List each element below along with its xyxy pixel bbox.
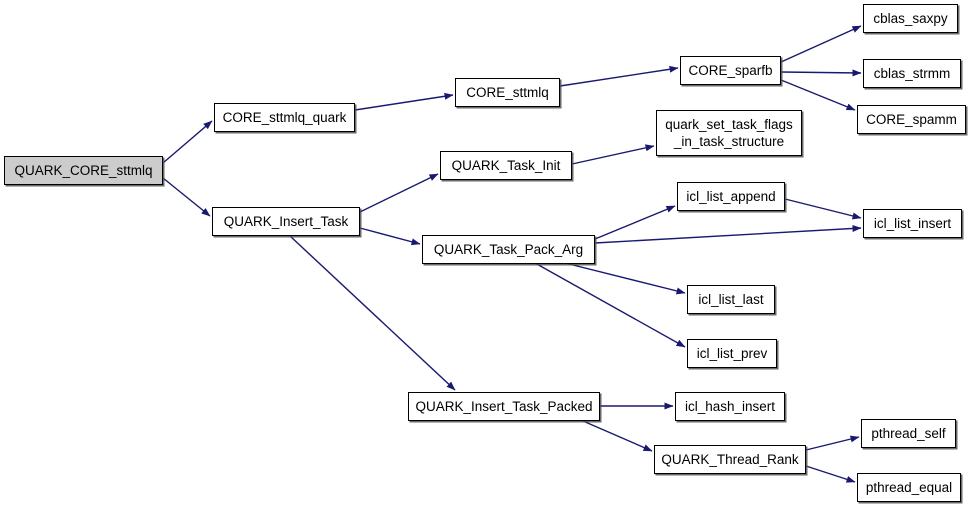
call-edge-quark_core_sttmlq-to-core_sttmlq_quark — [162, 120, 213, 164]
node-label-quark_set_task_flags: quark_set_task_flags _in_task_structure — [665, 116, 793, 150]
call-edge-quark_insert_task-to-quark_task_pack_arg — [359, 227, 421, 246]
call-edge-quark_thread_rank-to-pthread_equal — [805, 465, 856, 483]
node-icl_list_prev[interactable]: icl_list_prev — [687, 339, 777, 368]
node-core_sparfb[interactable]: CORE_sparfb — [680, 56, 781, 85]
call-edge-quark_core_sttmlq-to-quark_insert_task — [162, 177, 211, 217]
call-edge-core_sttmlq_quark-to-core_sttmlq — [354, 92, 454, 111]
node-icl_list_append[interactable]: icl_list_append — [677, 182, 785, 211]
call-edge-quark_task_pack_arg-to-icl_list_insert — [594, 224, 862, 244]
node-pthread_self[interactable]: pthread_self — [861, 419, 956, 448]
call-edge-core_sparfb-to-cblas_strmm — [780, 69, 862, 77]
node-icl_list_last[interactable]: icl_list_last — [687, 285, 775, 314]
call-edge-quark_thread_rank-to-pthread_self — [805, 435, 860, 451]
node-icl_hash_insert[interactable]: icl_hash_insert — [675, 392, 785, 421]
node-quark_task_pack_arg[interactable]: QUARK_Task_Pack_Arg — [422, 235, 595, 264]
node-quark_core_sttmlq[interactable]: QUARK_CORE_sttmlq — [4, 156, 163, 185]
node-cblas_strmm[interactable]: cblas_strmm — [863, 59, 961, 88]
call-edge-quark_task_pack_arg-to-icl_list_append — [594, 205, 676, 240]
call-edge-quark_insert_task_packed-to-quark_thread_rank — [582, 420, 653, 452]
call-edge-core_sttmlq-to-core_sparfb — [559, 65, 679, 87]
call-edge-quark_task_pack_arg-to-icl_list_prev — [534, 262, 686, 348]
node-quark_set_task_flags[interactable]: quark_set_task_flags _in_task_structure — [656, 110, 802, 156]
node-quark_thread_rank[interactable]: QUARK_Thread_Rank — [654, 445, 806, 474]
call-edge-quark_insert_task-to-quark_task_init — [359, 173, 439, 213]
call-edge-quark_task_pack_arg-to-icl_list_last — [564, 262, 686, 295]
node-core_spamm[interactable]: CORE_spamm — [857, 105, 966, 134]
call-edge-quark_task_init-to-quark_set_task_flags — [571, 144, 655, 165]
node-pthread_equal[interactable]: pthread_equal — [857, 473, 961, 502]
node-quark_task_init[interactable]: QUARK_Task_Init — [440, 151, 572, 180]
call-edge-icl_list_append-to-icl_list_insert — [784, 198, 862, 220]
node-label-line: _in_task_structure — [673, 134, 785, 149]
node-core_sttmlq_quark[interactable]: CORE_sttmlq_quark — [214, 103, 355, 132]
call-edge-core_sparfb-to-cblas_saxpy — [780, 25, 862, 63]
node-label-line: quark_set_task_flags — [665, 117, 793, 132]
node-core_sttmlq[interactable]: CORE_sttmlq — [455, 78, 560, 107]
node-icl_list_insert[interactable]: icl_list_insert — [863, 209, 962, 238]
node-quark_insert_task_packed[interactable]: QUARK_Insert_Task_Packed — [408, 392, 600, 421]
node-quark_insert_task[interactable]: QUARK_Insert_Task — [212, 207, 360, 236]
call-edge-core_sparfb-to-core_spamm — [780, 79, 856, 111]
node-cblas_saxpy[interactable]: cblas_saxpy — [863, 4, 958, 33]
